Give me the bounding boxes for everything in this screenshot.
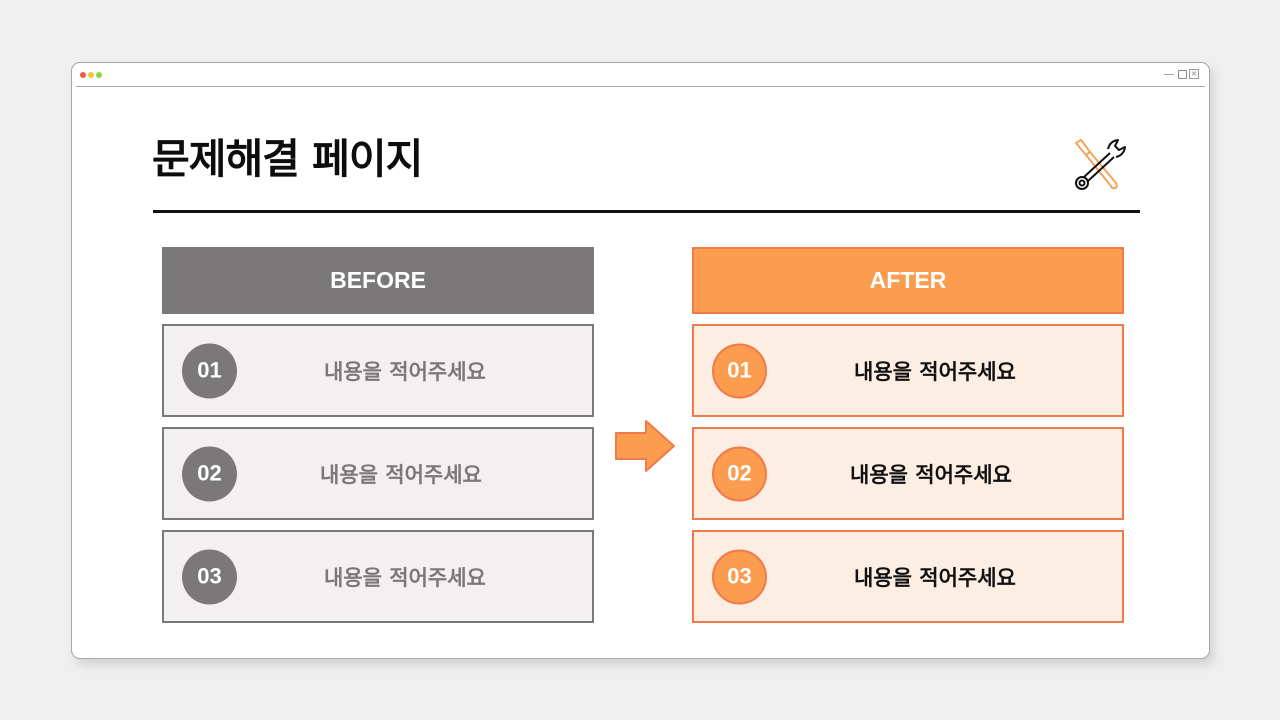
item-text[interactable]: 내용을 적어주세요 <box>320 462 482 487</box>
traffic-lights <box>80 72 102 78</box>
item-number-badge: 01 <box>712 343 767 398</box>
app-window: × 문제해결 페이지 BEFORE 01 내용을 적어주세요 02 내용을 적어… <box>71 62 1210 659</box>
minimize-icon[interactable] <box>1164 73 1174 75</box>
after-header: AFTER <box>692 247 1124 314</box>
item-text[interactable]: 내용을 적어주세요 <box>854 565 1016 590</box>
close-icon[interactable]: × <box>1189 69 1199 79</box>
minimize-dot-icon[interactable] <box>88 72 94 78</box>
after-item: 02 내용을 적어주세요 <box>692 427 1124 520</box>
window-controls: × <box>1164 69 1199 79</box>
maximize-icon[interactable] <box>1178 69 1187 79</box>
after-item: 01 내용을 적어주세요 <box>692 324 1124 417</box>
before-header: BEFORE <box>162 247 594 314</box>
item-number-badge: 03 <box>182 549 237 604</box>
item-number-badge: 03 <box>712 549 767 604</box>
item-text[interactable]: 내용을 적어주세요 <box>850 462 1012 487</box>
item-number-badge: 02 <box>712 446 767 501</box>
before-column: BEFORE 01 내용을 적어주세요 02 내용을 적어주세요 03 내용을 … <box>162 247 594 623</box>
item-text[interactable]: 내용을 적어주세요 <box>324 359 486 384</box>
item-number-badge: 02 <box>182 446 237 501</box>
after-column: AFTER 01 내용을 적어주세요 02 내용을 적어주세요 03 내용을 적… <box>692 247 1124 623</box>
before-item: 01 내용을 적어주세요 <box>162 324 594 417</box>
title-bar: × <box>76 63 1205 87</box>
item-number-badge: 01 <box>182 343 237 398</box>
after-item: 03 내용을 적어주세요 <box>692 530 1124 623</box>
arrow-right-icon <box>615 420 675 472</box>
before-item: 03 내용을 적어주세요 <box>162 530 594 623</box>
title-divider <box>153 210 1140 213</box>
item-text[interactable]: 내용을 적어주세요 <box>324 565 486 590</box>
zoom-dot-icon[interactable] <box>96 72 102 78</box>
wrench-screwdriver-icon <box>1075 139 1126 190</box>
page-title: 문제해결 페이지 <box>152 135 423 183</box>
item-text[interactable]: 내용을 적어주세요 <box>854 359 1016 384</box>
close-dot-icon[interactable] <box>80 72 86 78</box>
before-item: 02 내용을 적어주세요 <box>162 427 594 520</box>
